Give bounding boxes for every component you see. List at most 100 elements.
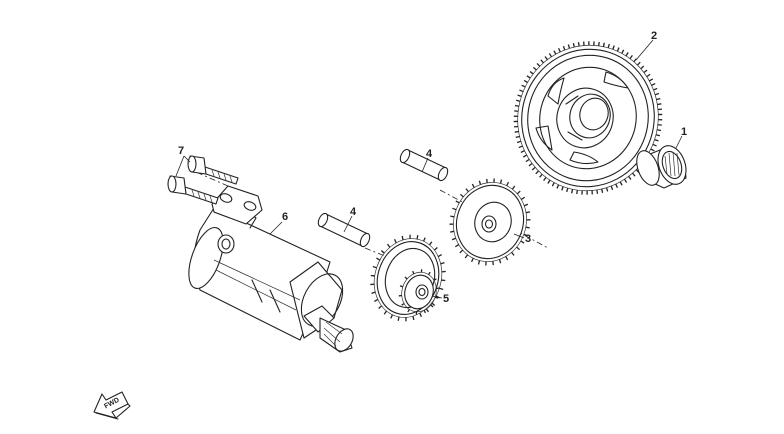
gear-tooth bbox=[648, 78, 654, 82]
gear-tooth bbox=[562, 45, 566, 51]
gear-tooth bbox=[412, 315, 415, 321]
gear-tooth bbox=[596, 189, 599, 194]
callout-numbers: 1 2 3 4 4 5 6 7 bbox=[178, 30, 687, 305]
gear-tooth bbox=[567, 44, 571, 49]
gear-tooth bbox=[477, 260, 481, 265]
gear-tooth bbox=[625, 52, 629, 57]
gear5-small-teeth-tooth-marks bbox=[398, 269, 440, 315]
gear-tooth bbox=[514, 104, 520, 107]
gear-tooth bbox=[428, 271, 431, 275]
gear-tooth bbox=[433, 246, 438, 251]
gear-tooth bbox=[459, 193, 464, 198]
gear-tooth bbox=[517, 94, 522, 97]
gear-tooth bbox=[374, 298, 379, 303]
gear-tooth bbox=[451, 237, 457, 241]
gear-tooth bbox=[523, 233, 528, 237]
part-needle-bearing bbox=[636, 145, 687, 189]
gear-tooth bbox=[615, 183, 619, 188]
part-starter-motor bbox=[188, 185, 354, 353]
callout-7: 7 bbox=[178, 145, 184, 157]
gear-tooth bbox=[556, 184, 560, 189]
gear-tooth bbox=[525, 211, 531, 214]
gear-tooth bbox=[498, 259, 502, 264]
gear-tooth bbox=[506, 181, 510, 186]
gear-tooth bbox=[401, 303, 405, 306]
gear-tooth bbox=[535, 170, 540, 175]
part-idler-gear bbox=[449, 178, 531, 266]
gear-tooth bbox=[528, 162, 533, 167]
gear-tooth bbox=[401, 235, 404, 241]
gear-tooth bbox=[623, 178, 628, 183]
gear-tooth bbox=[616, 47, 620, 52]
gear-tooth bbox=[511, 251, 515, 256]
gear-tooth bbox=[416, 235, 419, 240]
gear-tooth bbox=[434, 296, 439, 299]
gear-tooth bbox=[514, 130, 519, 133]
gear-tooth bbox=[577, 42, 580, 47]
gear-tooth bbox=[539, 173, 543, 178]
gear-tooth bbox=[654, 92, 660, 96]
gear-tooth bbox=[515, 99, 521, 102]
gear-tooth bbox=[399, 285, 404, 288]
gear-tooth bbox=[523, 203, 529, 207]
gear-tooth bbox=[518, 145, 523, 149]
gear-tooth bbox=[607, 43, 610, 49]
gear-tooth bbox=[561, 186, 564, 191]
gear-tooth bbox=[455, 200, 460, 204]
gear-tooth bbox=[423, 309, 426, 314]
gear-tooth bbox=[464, 254, 469, 259]
gear5-teeth-tooth-marks bbox=[370, 234, 446, 322]
gear-tooth bbox=[505, 256, 509, 261]
gear-tooth bbox=[657, 103, 662, 106]
gear-tooth bbox=[532, 66, 537, 71]
gear-tooth bbox=[471, 183, 475, 188]
gear-tooth bbox=[612, 45, 615, 50]
callout-2: 2 bbox=[651, 30, 657, 42]
gear-tooth bbox=[610, 185, 614, 191]
callout-5: 5 bbox=[443, 293, 449, 305]
gear-tooth bbox=[525, 226, 530, 229]
gear-tooth bbox=[651, 82, 656, 86]
gear-tooth bbox=[598, 41, 600, 46]
callout-leader-lines bbox=[175, 39, 683, 299]
gear-tooth bbox=[516, 190, 521, 195]
gear-tooth bbox=[531, 166, 536, 171]
gear-tooth bbox=[557, 48, 561, 53]
part-ring-gear bbox=[513, 41, 663, 195]
gear-tooth bbox=[393, 238, 397, 244]
callout-4-lower: 4 bbox=[350, 206, 357, 218]
gear-tooth bbox=[521, 84, 526, 88]
gear-tooth bbox=[525, 158, 530, 163]
gear-tooth bbox=[536, 62, 541, 67]
gear-tooth bbox=[383, 310, 388, 315]
callout-1: 1 bbox=[681, 126, 687, 138]
gear-tooth bbox=[372, 265, 377, 269]
gear-tooth bbox=[655, 134, 661, 137]
gear-tooth bbox=[632, 172, 636, 177]
gear-tooth bbox=[449, 230, 455, 233]
part-reduction-gear bbox=[370, 234, 446, 322]
gear-tooth bbox=[440, 262, 445, 265]
gear-tooth bbox=[422, 237, 426, 242]
gear-tooth bbox=[656, 129, 662, 132]
gear-tooth bbox=[605, 187, 609, 192]
gear-tooth bbox=[650, 148, 655, 152]
gear-tooth bbox=[548, 53, 553, 58]
gear-tooth bbox=[619, 181, 623, 186]
gear-tooth bbox=[547, 179, 551, 184]
gear-tooth bbox=[430, 304, 434, 308]
gear-tooth bbox=[652, 143, 657, 147]
gear-tooth bbox=[520, 196, 526, 200]
gear-tooth bbox=[628, 175, 632, 180]
gear-tooth bbox=[646, 73, 651, 78]
gear-tooth bbox=[519, 89, 524, 93]
gear-tooth bbox=[602, 42, 605, 47]
gear-tooth bbox=[428, 241, 433, 246]
gear-tooth bbox=[516, 140, 522, 144]
gear-tooth bbox=[515, 135, 520, 139]
part-shaft-pin-lower bbox=[317, 212, 371, 248]
gear-tooth bbox=[520, 240, 525, 244]
gear-tooth bbox=[520, 150, 525, 154]
gear-tooth bbox=[576, 190, 578, 195]
